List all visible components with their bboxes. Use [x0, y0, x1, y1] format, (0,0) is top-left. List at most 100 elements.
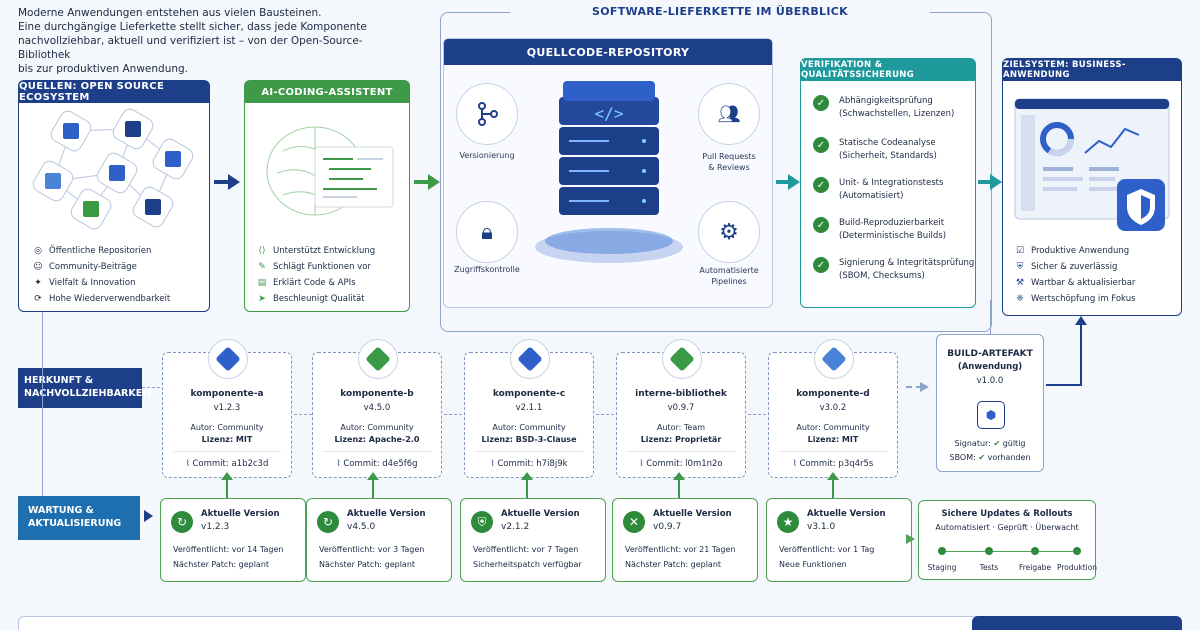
docs-icon: ▤	[257, 278, 267, 288]
flow-arrow-head	[906, 534, 915, 544]
versioning-icon	[456, 83, 518, 145]
lock-icon: 🔒︎	[481, 219, 493, 245]
ai-title: AI-CODING-ASSISTENT	[245, 81, 409, 103]
dashboard-mockup	[1014, 98, 1170, 231]
pipeline-circle: ⚙	[698, 201, 760, 263]
flow-arrow-head	[788, 174, 800, 190]
wrench-icon: ⚒	[1015, 278, 1025, 288]
list-item: ✦Vielfalt & Innovation	[33, 275, 170, 291]
brain-illustration	[266, 126, 394, 216]
update-connector	[526, 478, 528, 498]
flow-arrow	[1046, 384, 1082, 386]
cube-icon	[517, 346, 543, 372]
list-item: ✎Schlägt Funktionen vor	[257, 259, 375, 275]
update-version: v1.2.3	[201, 522, 230, 532]
stage-dot	[985, 547, 993, 555]
component-commit: ⌇ Commit: h7i8j9k	[490, 459, 568, 469]
app-screen-illustration	[1013, 95, 1173, 235]
check-icon: ✓	[813, 177, 829, 193]
shield-icon: ⛨	[1016, 262, 1024, 272]
bottom-badge	[972, 616, 1182, 630]
ai-list: ⟨⟩Unterstützt Entwicklung ✎Schlägt Funkt…	[257, 243, 375, 307]
flow-arrow	[1080, 322, 1082, 386]
component-commit: ⌇ Commit: d4e5f6g	[336, 459, 418, 469]
update-arrow-head	[673, 472, 685, 480]
fingerprint-icon: ⌇	[185, 459, 193, 469]
cube-icon	[125, 121, 141, 137]
value-icon: ❈	[1016, 294, 1024, 304]
target-card: ZIELSYSTEM: BUSINESS-ANWENDUNG ☑Produkti…	[1002, 58, 1182, 316]
signature-row: Signatur: ✔ gültig	[954, 439, 1026, 448]
update-connector	[832, 478, 834, 498]
repo-card: QUELLCODE-REPOSITORY Versionierung 🔒︎ Zu…	[443, 38, 773, 308]
update-title: Aktuelle Version	[501, 509, 580, 519]
component-name: komponente-c	[492, 389, 566, 399]
cube-circle	[208, 339, 248, 379]
component-license: Lizenz: Apache-2.0	[334, 435, 420, 444]
fingerprint-icon: ⌇	[490, 459, 498, 469]
flow-arrow-head	[428, 174, 440, 190]
flow-arrow-head	[1075, 316, 1087, 325]
fingerprint-icon: ⌇	[792, 459, 800, 469]
update-next: Neue Funktionen	[779, 560, 847, 569]
wartung-label: WARTUNG & AKTUALISIERUNG	[18, 496, 140, 540]
divider	[173, 451, 281, 452]
component-author: Autor: Community	[340, 423, 414, 432]
pull-request-circle: 👥︎	[698, 83, 760, 145]
stage-label: Tests	[979, 563, 999, 572]
spine-line	[42, 312, 43, 498]
component-license: Lizenz: MIT	[807, 435, 859, 444]
flow-arrow	[414, 180, 430, 184]
component-name: komponente-b	[340, 389, 414, 399]
server-stack-illustration: </>	[535, 81, 683, 263]
component-version: v0.9.7	[667, 403, 695, 413]
list-item: ◎Öffentliche Repositorien	[33, 243, 170, 259]
intro-line: Eine durchgängige Lieferkette stellt sic…	[18, 21, 367, 33]
component-version: v4.5.0	[363, 403, 391, 413]
verify-item: ✓Statische Codeanalyse(Sicherheit, Stand…	[813, 137, 937, 163]
cube-circle	[358, 339, 398, 379]
check-icon: ✔	[993, 439, 1001, 448]
build-subtitle: (Anwendung)	[957, 362, 1023, 372]
cube-icon	[821, 346, 847, 372]
cube-circle	[510, 339, 550, 379]
sources-card: QUELLEN: OPEN SOURCE ECOSYSTEM ◎Öffentli…	[18, 80, 210, 312]
cube-icon	[145, 199, 161, 215]
divider	[475, 451, 583, 452]
stage-dot	[1073, 547, 1081, 555]
sources-title: QUELLEN: OPEN SOURCE ECOSYSTEM	[19, 81, 209, 103]
rollout-card: Sichere Updates & Rollouts Automatisiert…	[918, 500, 1097, 580]
component-author: Autor: Community	[190, 423, 264, 432]
cube-icon	[63, 123, 79, 139]
update-next: Nächster Patch: geplant	[625, 560, 722, 569]
intro-line: bis zur produktiven Anwendung.	[18, 63, 189, 75]
flow-arrow	[906, 386, 922, 388]
checkbox-icon: ☑	[1015, 246, 1025, 256]
speed-icon: ➤	[258, 294, 266, 304]
update-version: v4.5.0	[347, 522, 376, 532]
fingerprint-icon: ⌇	[639, 459, 647, 469]
check-icon: ✔	[978, 453, 986, 462]
recycle-icon: ⟳	[34, 294, 42, 304]
update-published: Veröffentlicht: vor 3 Tagen	[319, 545, 425, 554]
suggest-icon: ✎	[258, 262, 266, 272]
update-connector	[226, 478, 228, 498]
update-arrow-head	[367, 472, 379, 480]
update-connector	[372, 478, 374, 498]
team-icon: 👥︎	[717, 103, 741, 125]
component-name: komponente-a	[190, 389, 264, 399]
rollout-title: Sichere Updates & Rollouts	[941, 509, 1073, 519]
cube-icon	[215, 346, 241, 372]
update-next: Nächster Patch: geplant	[173, 560, 270, 569]
flow-arrow	[776, 180, 790, 184]
community-icon: ☺	[33, 262, 43, 272]
update-version: v0.9.7	[653, 522, 682, 532]
update-title: Aktuelle Version	[653, 509, 732, 519]
update-published: Veröffentlicht: vor 21 Tagen	[625, 545, 736, 554]
flow-arrow-head	[228, 174, 240, 190]
update-arrow-head	[521, 472, 533, 480]
divider	[627, 451, 735, 452]
flow-arrow	[444, 414, 462, 415]
